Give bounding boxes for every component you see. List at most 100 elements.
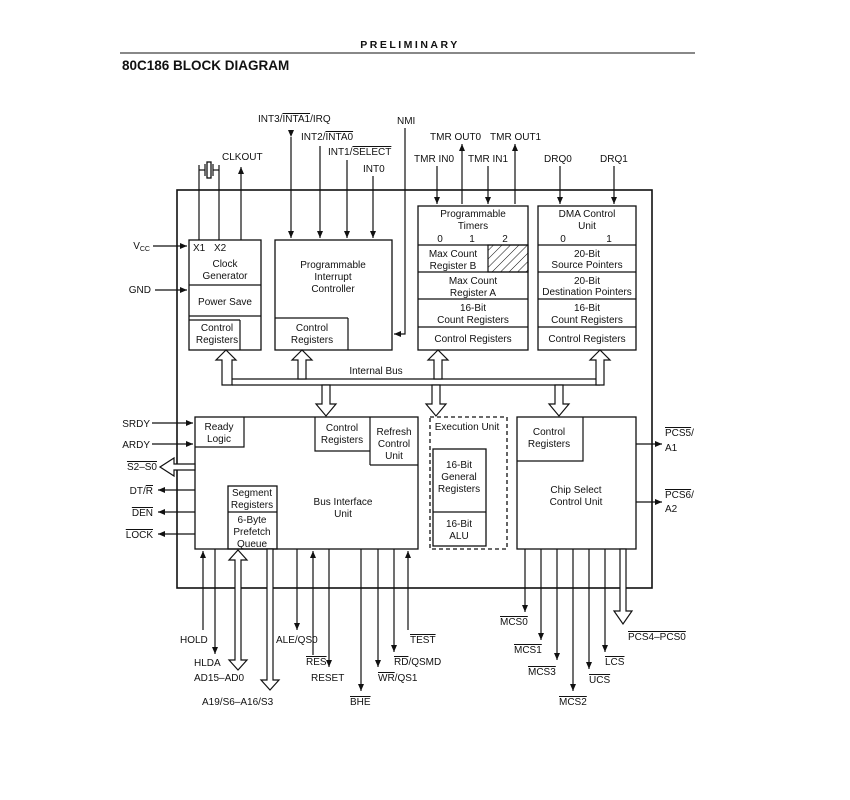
timer-num-0: 0 — [437, 234, 443, 245]
gnd-pin: GND — [129, 285, 151, 296]
dtr-pin: DT/R — [130, 486, 153, 497]
pcs5-pin: PCS5/ — [665, 428, 694, 439]
pcs5-a1-pin: A1 — [665, 443, 678, 454]
mcs3-pin: MCS3 — [528, 667, 556, 678]
ready-logic-label-1: Ready — [205, 422, 234, 433]
interrupt-control-label-2: Registers — [291, 335, 333, 346]
pcs4-pin: PCS4–PCS0 — [628, 632, 686, 643]
execution-unit-block: Execution Unit 16-Bit General Registers … — [429, 416, 508, 550]
biu-control-label-1: Control — [326, 423, 358, 434]
bhe-pin: BHE — [350, 697, 371, 708]
hlda-pin: HLDA — [194, 658, 221, 669]
gpr-label-2: General — [441, 472, 477, 483]
internal-bus: Internal Bus — [214, 349, 612, 417]
bus-interface-unit-block: Ready Logic Control Registers Refresh Co… — [194, 416, 419, 550]
x2-label: X2 — [214, 243, 227, 254]
int2-pin: INT2/INTA0 — [301, 132, 353, 143]
interrupt-label-2: Interrupt — [314, 272, 351, 283]
timer-control-label: Control Registers — [434, 334, 511, 345]
pcs6-pin: PCS6/ — [665, 490, 694, 501]
timers-block: Programmable Timers 0 1 2 Max Count Regi… — [417, 205, 529, 351]
vcc-pin: VCC — [133, 241, 150, 253]
timers-label-2: Timers — [458, 221, 488, 232]
max-count-b-label-2: Register B — [430, 261, 477, 272]
clock-control-label-1: Control — [201, 323, 233, 334]
chip-select-label-2: Control Unit — [550, 497, 603, 508]
biu-label-1: Bus Interface — [314, 497, 373, 508]
srdy-pin: SRDY — [122, 419, 150, 430]
preliminary-header: PRELIMINARY — [360, 39, 459, 51]
dma-label-2: Unit — [578, 221, 596, 232]
clock-generator-label-2: Generator — [202, 271, 248, 282]
timer-count-label-1: 16-Bit — [460, 303, 486, 314]
chip-select-block: Control Registers Chip Select Control Un… — [516, 416, 637, 550]
interrupt-label-1: Programmable — [300, 260, 366, 271]
reset-pin: RESET — [311, 673, 344, 684]
mcs2-pin: MCS2 — [559, 697, 587, 708]
refresh-label-3: Unit — [385, 451, 403, 462]
interrupt-label-3: Controller — [311, 284, 355, 295]
hold-pin: HOLD — [180, 635, 208, 646]
dst-pointers-label-1: 20-Bit — [574, 276, 600, 287]
dma-count-label-2: Count Registers — [551, 315, 623, 326]
power-save-label: Power Save — [198, 297, 252, 308]
lock-pin: LOCK — [126, 530, 154, 541]
dma-count-label-1: 16-Bit — [574, 303, 600, 314]
tmr-out0-pin: TMR OUT0 — [430, 132, 482, 143]
int0-pin: INT0 — [363, 164, 385, 175]
alu-label-2: ALU — [449, 531, 468, 542]
mcs1-pin: MCS1 — [514, 645, 542, 656]
drq0-pin: DRQ0 — [544, 154, 572, 165]
pcs4-bus-arrow — [612, 548, 634, 626]
clock-generator-block: X1 X2 Clock Generator Power Save Control… — [188, 239, 262, 351]
s2-s0-pin: S2–S0 — [127, 462, 157, 473]
cs-control-label-2: Registers — [528, 439, 570, 450]
chip-outline — [176, 189, 653, 589]
x1-label: X1 — [193, 243, 206, 254]
nmi-line — [394, 128, 406, 337]
biu-label-2: Unit — [334, 509, 352, 520]
nmi-pin: NMI — [397, 116, 415, 127]
refresh-label-2: Control — [378, 439, 410, 450]
ale-pin: ALE/QS0 — [276, 635, 318, 646]
a19-bus-arrow — [259, 548, 281, 691]
segment-label-1: Segment — [232, 488, 272, 499]
pcs6-a2-pin: A2 — [665, 504, 678, 515]
int3-pin: INT3/INTA1/IRQ — [258, 114, 331, 125]
dma-control-label: Control Registers — [548, 334, 625, 345]
cs-control-label-1: Control — [533, 427, 565, 438]
rd-pin: RD/QSMD — [394, 657, 441, 668]
src-pointers-label-1: 20-Bit — [574, 249, 600, 260]
drq1-pin: DRQ1 — [600, 154, 628, 165]
ucs-pin: UCS — [589, 675, 610, 686]
hatched-cell — [487, 244, 529, 273]
ready-logic-label-2: Logic — [207, 434, 231, 445]
prefetch-label-1: 6-Byte — [238, 515, 267, 526]
timer-count-label-2: Count Registers — [437, 315, 509, 326]
refresh-label-1: Refresh — [376, 427, 411, 438]
clkout-pin: CLKOUT — [222, 152, 263, 163]
a19-pin: A19/S6–A16/S3 — [202, 697, 274, 708]
timer-num-2: 2 — [502, 234, 508, 245]
timers-label-1: Programmable — [440, 209, 506, 220]
s2-s0-bus-arrow — [158, 456, 196, 478]
tmr-out1-pin: TMR OUT1 — [490, 132, 542, 143]
dma-block: DMA Control Unit 0 1 20-Bit Source Point… — [537, 205, 637, 351]
prefetch-label-2: Prefetch — [233, 527, 270, 538]
execution-unit-label: Execution Unit — [435, 422, 500, 433]
lcs-pin: LCS — [605, 657, 625, 668]
gpr-label-1: 16-Bit — [446, 460, 472, 471]
max-count-b-label-1: Max Count — [429, 249, 478, 260]
src-pointers-label-2: Source Pointers — [551, 260, 622, 271]
ardy-pin: ARDY — [122, 440, 150, 451]
diagram-title: 80C186 BLOCK DIAGRAM — [122, 58, 289, 73]
wr-pin: WR/QS1 — [378, 673, 418, 684]
gpr-label-3: Registers — [438, 484, 480, 495]
dst-pointers-label-2: Destination Pointers — [542, 287, 632, 298]
ad-bus-arrow — [227, 549, 249, 671]
interrupt-control-label-1: Control — [296, 323, 328, 334]
den-pin: DEN — [132, 508, 153, 519]
int1-pin: INT1/SELECT — [328, 147, 391, 158]
dma-num-1: 1 — [606, 234, 612, 245]
